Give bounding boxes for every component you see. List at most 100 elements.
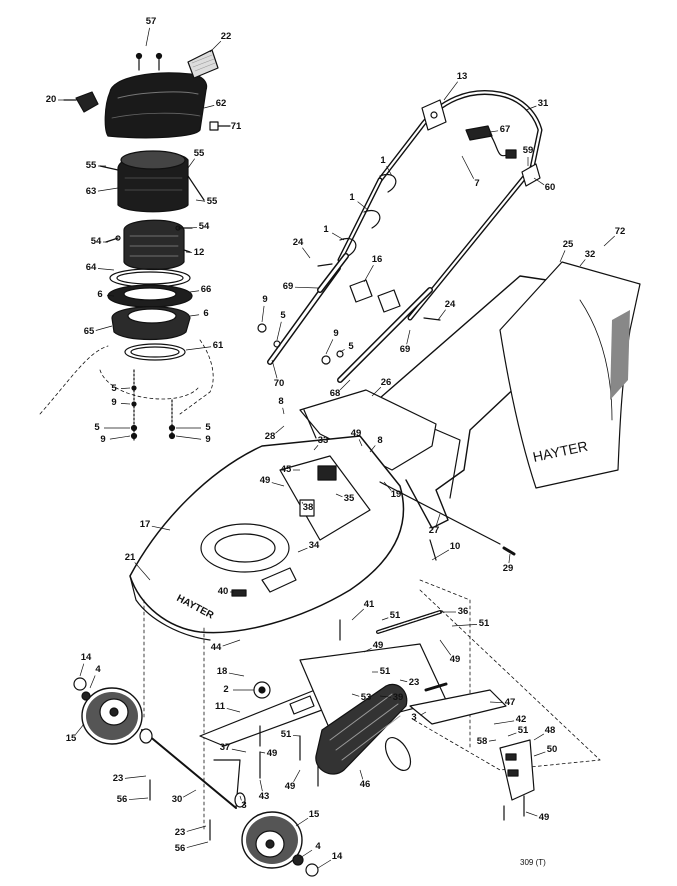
clip-71 bbox=[210, 122, 230, 130]
leader-line-18 bbox=[229, 673, 244, 676]
part-callout-59: 59 bbox=[523, 146, 534, 156]
leader-line-9 bbox=[121, 403, 130, 404]
part-callout-18: 18 bbox=[217, 667, 228, 677]
part-callout-15: 15 bbox=[309, 810, 320, 820]
part-callout-5: 5 bbox=[348, 342, 353, 352]
leader-line-12 bbox=[186, 252, 192, 253]
part-callout-5: 5 bbox=[205, 423, 210, 433]
lower-handle-left bbox=[270, 256, 346, 362]
leader-line-67 bbox=[490, 131, 498, 132]
leader-line-70 bbox=[272, 360, 277, 378]
leader-line-6 bbox=[190, 315, 199, 316]
part-callout-51: 51 bbox=[281, 730, 292, 740]
part-callout-43: 43 bbox=[259, 792, 270, 802]
part-callout-70: 70 bbox=[274, 379, 285, 389]
part-callout-49: 49 bbox=[351, 429, 362, 439]
motor-base-ring bbox=[108, 285, 192, 307]
leader-line-49 bbox=[260, 752, 265, 753]
leader-line-22 bbox=[210, 41, 221, 52]
part-callout-50: 50 bbox=[547, 745, 558, 755]
part-callout-19: 19 bbox=[391, 490, 402, 500]
part-callout-9: 9 bbox=[262, 295, 267, 305]
leader-line-58 bbox=[489, 740, 496, 741]
part-callout-23: 23 bbox=[175, 828, 186, 838]
part-callout-49: 49 bbox=[450, 655, 461, 665]
part-callout-49: 49 bbox=[539, 813, 550, 823]
part-callout-57: 57 bbox=[146, 17, 157, 27]
part-callout-62: 62 bbox=[216, 99, 227, 109]
leader-line-69 bbox=[407, 330, 410, 344]
leader-line-24 bbox=[438, 310, 446, 320]
part-callout-27: 27 bbox=[429, 526, 440, 536]
part-callout-63: 63 bbox=[86, 187, 97, 197]
deck-outline-dashed bbox=[40, 340, 213, 414]
part-callout-39: 39 bbox=[393, 693, 404, 703]
part-callout-1: 1 bbox=[349, 193, 354, 203]
part-callout-55: 55 bbox=[86, 161, 97, 171]
part-callout-33: 33 bbox=[318, 436, 329, 446]
leader-line-14 bbox=[318, 860, 331, 868]
part-callout-51: 51 bbox=[518, 726, 529, 736]
part-callout-65: 65 bbox=[84, 327, 95, 337]
part-callout-53: 53 bbox=[361, 693, 372, 703]
part-callout-12: 12 bbox=[194, 248, 205, 258]
part-callout-31: 31 bbox=[538, 99, 549, 109]
leader-line-15 bbox=[76, 724, 84, 734]
part-callout-66: 66 bbox=[201, 285, 212, 295]
leader-line-11 bbox=[227, 708, 240, 712]
leader-line-48 bbox=[534, 734, 544, 740]
part-callout-14: 14 bbox=[81, 653, 92, 663]
part-callout-56: 56 bbox=[175, 844, 186, 854]
part-callout-30: 30 bbox=[172, 795, 183, 805]
leader-line-9 bbox=[110, 436, 130, 439]
part-callout-4: 4 bbox=[95, 665, 100, 675]
part-callout-9: 9 bbox=[100, 435, 105, 445]
part-callout-49: 49 bbox=[373, 641, 384, 651]
part-callout-16: 16 bbox=[372, 255, 383, 265]
figure-reference: 309 (T) bbox=[520, 858, 546, 867]
leader-line-4 bbox=[300, 850, 312, 858]
part-callout-71: 71 bbox=[231, 122, 242, 132]
leader-line-9 bbox=[262, 306, 264, 322]
leader-line-49 bbox=[526, 812, 537, 816]
leader-line-9 bbox=[176, 436, 201, 439]
part-callout-7: 7 bbox=[474, 179, 479, 189]
part-callout-40: 40 bbox=[218, 587, 229, 597]
part-callout-24: 24 bbox=[293, 238, 304, 248]
part-callout-9: 9 bbox=[205, 435, 210, 445]
part-callout-1: 1 bbox=[380, 156, 385, 166]
part-callout-51: 51 bbox=[479, 619, 490, 629]
leader-line-44 bbox=[223, 640, 240, 646]
part-callout-8: 8 bbox=[278, 397, 283, 407]
part-callout-58: 58 bbox=[477, 737, 488, 747]
leader-line-49 bbox=[440, 640, 451, 655]
leader-line-46 bbox=[360, 770, 363, 779]
part-callout-56: 56 bbox=[117, 795, 128, 805]
part-callout-38: 38 bbox=[303, 503, 314, 513]
part-callout-5: 5 bbox=[280, 311, 285, 321]
leader-line-56 bbox=[129, 798, 148, 800]
leader-line-7 bbox=[462, 156, 474, 179]
part-callout-32: 32 bbox=[585, 250, 596, 260]
part-callout-15: 15 bbox=[66, 734, 77, 744]
switch-box bbox=[64, 92, 98, 112]
part-callout-47: 47 bbox=[505, 698, 516, 708]
mower-deck bbox=[130, 436, 403, 640]
part-callout-54: 54 bbox=[199, 222, 210, 232]
leader-line-16 bbox=[364, 265, 373, 282]
motor-cover bbox=[105, 73, 206, 138]
part-callout-54: 54 bbox=[91, 237, 102, 247]
motor-gasket bbox=[110, 269, 190, 287]
leader-line-72 bbox=[604, 236, 615, 246]
leader-line-51 bbox=[508, 733, 516, 736]
part-callout-68: 68 bbox=[330, 389, 341, 399]
part-callout-23: 23 bbox=[409, 678, 420, 688]
part-callout-2: 2 bbox=[223, 685, 228, 695]
part-callout-37: 37 bbox=[220, 743, 231, 753]
leader-line-63 bbox=[98, 188, 118, 191]
part-callout-6: 6 bbox=[203, 309, 208, 319]
part-callout-17: 17 bbox=[140, 520, 151, 530]
leader-line-23 bbox=[187, 826, 206, 831]
leader-line-50 bbox=[534, 752, 545, 756]
